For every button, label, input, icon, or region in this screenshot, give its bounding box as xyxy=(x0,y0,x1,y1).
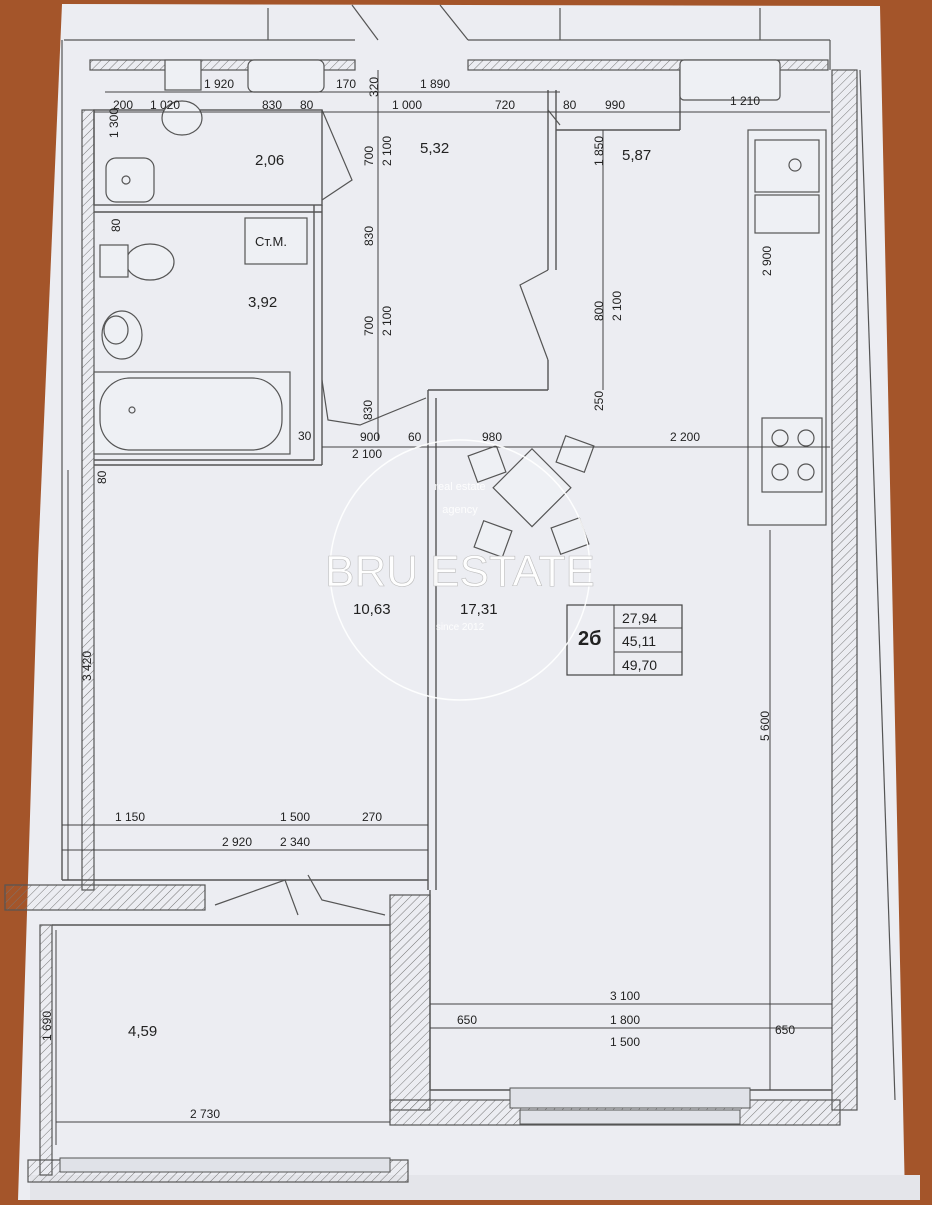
dimension-label: 80 xyxy=(300,98,314,112)
stove-icon xyxy=(761,417,823,493)
dimension-label: 30 xyxy=(298,429,312,443)
watermark: real estate agency BRU ESTATE since 2012 xyxy=(325,439,595,701)
dimension-label: 1 920 xyxy=(204,77,234,91)
area-with-balcony: 49,70 xyxy=(622,657,657,673)
dimension-label: 990 xyxy=(605,98,625,112)
washing-machine-icon xyxy=(244,217,308,265)
bathtub-icon xyxy=(93,371,291,455)
dimension-label: 2 100 xyxy=(610,291,624,321)
living-total: 27,94 xyxy=(622,610,657,626)
dimension-label: 1 850 xyxy=(592,136,606,166)
dimension-labels: 1 920 170 320 1 890 200 1 020 830 80 1 0… xyxy=(40,77,795,1121)
dimension-label: 700 xyxy=(362,146,376,166)
watermark-middle: agency xyxy=(442,504,478,516)
room-area-wc: 2,06 xyxy=(255,152,284,169)
room-area-kitchen: 5,87 xyxy=(622,147,651,164)
dimension-label: 320 xyxy=(367,77,381,97)
dimension-label: 2 100 xyxy=(380,136,394,166)
room-area-bath: 3,92 xyxy=(248,294,277,311)
dimension-label: 250 xyxy=(592,391,606,411)
dimension-label: 1 210 xyxy=(730,94,760,108)
dimension-label: 1 000 xyxy=(392,98,422,112)
dimension-label: 1 300 xyxy=(107,108,121,138)
dimension-label: 1 890 xyxy=(420,77,450,91)
washbasin-icon xyxy=(101,310,143,360)
door-swings xyxy=(214,109,561,916)
dimension-label: 170 xyxy=(336,77,356,91)
bathtub-top-icon xyxy=(247,59,325,93)
dimension-label: 2 920 xyxy=(222,835,252,849)
dimension-label: 1 500 xyxy=(280,810,310,824)
room-labels: 2,06 5,32 5,87 3,92 10,63 17,31 4,59 Ст.… xyxy=(128,140,651,1040)
dimension-label: 800 xyxy=(592,301,606,321)
dimension-label: 2 200 xyxy=(670,430,700,444)
dimension-label: 1 020 xyxy=(150,98,180,112)
kitchen-sink-icon xyxy=(754,139,820,234)
dimension-label: 80 xyxy=(563,98,577,112)
dimension-label: 1 500 xyxy=(610,1035,640,1049)
total-area: 45,11 xyxy=(622,633,656,649)
dimension-label: 2 730 xyxy=(190,1107,220,1121)
apartment-number: 2б xyxy=(578,628,601,650)
dimension-label: 1 800 xyxy=(610,1013,640,1027)
dimension-label: 980 xyxy=(482,430,502,444)
toilet-icon xyxy=(161,59,203,136)
room-area-hall: 5,32 xyxy=(420,140,449,157)
dimension-label: 60 xyxy=(408,430,422,444)
outer-frame xyxy=(61,4,896,1101)
dimension-label: 650 xyxy=(775,1023,795,1037)
dimension-label: 900 xyxy=(360,430,380,444)
dimension-label: 80 xyxy=(95,470,109,484)
watermark-top: real estate xyxy=(434,481,485,493)
dimension-label: 2 340 xyxy=(280,835,310,849)
dimension-label: 700 xyxy=(362,316,376,336)
dimension-label: 830 xyxy=(262,98,282,112)
dimension-label: 1 690 xyxy=(40,1011,54,1041)
watermark-brand: BRU ESTATE xyxy=(325,547,595,596)
room-area-living: 17,31 xyxy=(460,601,498,618)
dimension-label: 5 600 xyxy=(758,711,772,741)
dimension-label: 3 420 xyxy=(80,651,94,681)
room-area-balcony: 4,59 xyxy=(128,1023,157,1040)
fixtures xyxy=(93,59,827,559)
dimension-label: 270 xyxy=(362,810,382,824)
dimension-label: 2 100 xyxy=(352,447,382,461)
washer-label: Ст.М. xyxy=(255,234,287,249)
interior-walls xyxy=(52,70,832,1091)
dimension-label: 80 xyxy=(109,218,123,232)
dimension-label: 200 xyxy=(113,98,133,112)
area-summary: 2б 27,94 45,11 49,70 xyxy=(566,604,683,676)
bidet-icon xyxy=(99,243,175,281)
room-area-room: 10,63 xyxy=(353,601,391,618)
watermark-since: since 2012 xyxy=(436,622,485,633)
dimension-label: 1 150 xyxy=(115,810,145,824)
dimension-label: 830 xyxy=(362,226,376,246)
paper-sheet xyxy=(18,4,905,1200)
dimension-label: 650 xyxy=(457,1013,477,1027)
dimension-lines xyxy=(55,70,832,1145)
dimension-label: 830 xyxy=(361,400,375,420)
windows xyxy=(59,1087,751,1173)
dining-table-icon xyxy=(467,434,595,559)
dimension-label: 2 900 xyxy=(760,246,774,276)
sink-icon xyxy=(105,157,155,203)
kitchen-bathtub-icon xyxy=(679,59,781,101)
dimension-label: 3 100 xyxy=(610,989,640,1003)
dimension-label: 720 xyxy=(495,98,515,112)
dimension-label: 2 100 xyxy=(380,306,394,336)
